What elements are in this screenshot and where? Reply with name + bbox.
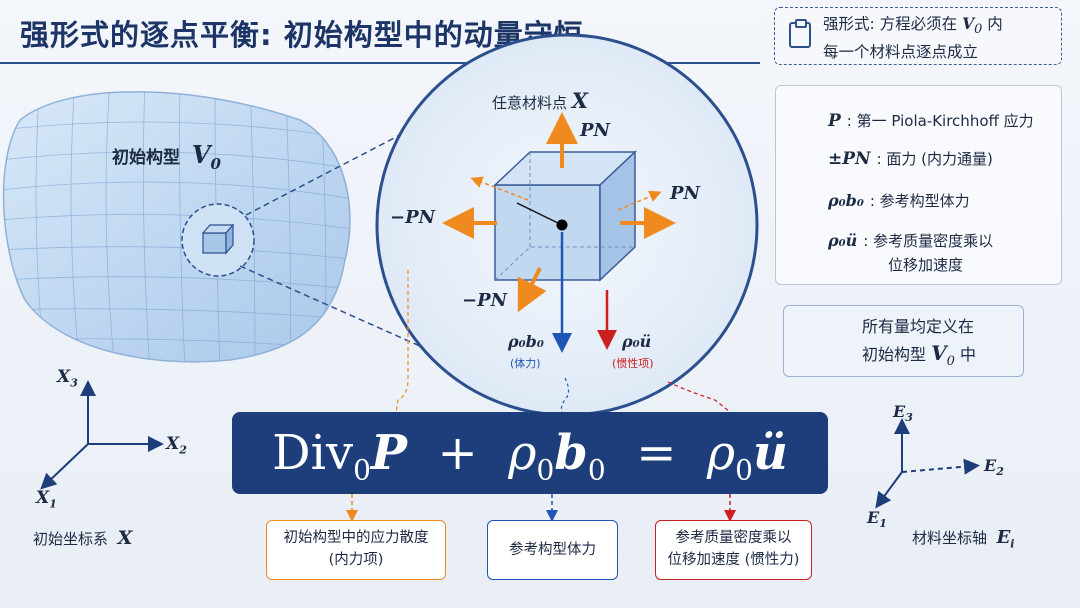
material-axes-caption: 材料坐标轴 Ei	[912, 527, 1015, 551]
position-pointer	[516, 202, 563, 226]
title-underline	[0, 62, 760, 64]
initial-configuration-body	[2, 91, 351, 363]
axis-x1-label: X1	[36, 488, 57, 511]
axis-e2-label: E2	[984, 456, 1004, 479]
rho-b-note: (体力)	[510, 357, 541, 370]
defined-line1: 所有量均定义在	[862, 317, 975, 336]
rho-u-label: ρ₀ü	[622, 332, 652, 351]
axis-e3-label: E3	[893, 402, 913, 425]
zoom-line-bottom	[239, 265, 441, 356]
equation-bar	[232, 412, 828, 494]
neg-pn-left-label: −PN	[390, 207, 436, 228]
label-stress-divergence: 初始构型中的应力散度(内力项)	[266, 520, 446, 580]
note-line1: 强形式: 方程必须在	[823, 15, 958, 33]
legend-item-pn: ±PN: 面力 (内力通量)	[828, 148, 993, 169]
zoom-line-top	[245, 109, 449, 216]
equation: Div0P + ρ0b0 = ρ0ü	[272, 425, 788, 487]
legend-panel: P: 第一 Piola-Kirchhoff 应力 ±PN: 面力 (内力通量) …	[775, 85, 1062, 285]
body-label: 初始构型 V0	[112, 140, 221, 173]
rho-u-note: (惯性项)	[612, 357, 654, 370]
initial-coords-caption: 初始坐标系 X	[33, 527, 133, 549]
label-inertia: 参考质量密度乘以位移加速度 (惯性力)	[655, 520, 812, 580]
clipboard-icon	[789, 19, 811, 48]
page-title: 强形式的逐点平衡: 初始构型中的动量守恒	[20, 18, 584, 52]
material-point-dot	[556, 219, 568, 231]
axis-e1-label: E1	[867, 508, 887, 531]
material-point-cube	[493, 150, 637, 282]
traction-arrow-bottom	[517, 267, 547, 313]
small-cube	[201, 223, 235, 255]
defined-line2: 初始构型 V0 中	[862, 341, 977, 369]
neg-pn-bottom-label: −PN	[462, 290, 508, 311]
strong-form-note: 强形式: 方程必须在 V0 内 每一个材料点逐点成立	[774, 7, 1062, 65]
note-v0: V0	[962, 14, 983, 38]
note-line2: 每一个材料点逐点成立	[823, 43, 979, 62]
axis-x2-label: X2	[166, 434, 187, 457]
traction-arrow-back	[470, 176, 529, 201]
rho-b-label: ρ₀b₀	[508, 332, 544, 351]
pn-right-label: PN	[670, 183, 700, 204]
pn-top-label: PN	[580, 120, 610, 141]
initial-coordinate-axes	[40, 380, 164, 490]
connector-div	[394, 270, 409, 421]
material-coordinate-axes	[875, 418, 980, 509]
legend-item-inertia: ρ₀ü: 参考质量密度乘以	[828, 231, 994, 250]
material-point-label: 任意材料点 X	[492, 88, 589, 113]
connector-inertia	[667, 381, 731, 413]
body-grid	[3, 91, 350, 362]
defined-in-initial-box: 所有量均定义在 初始构型 V0 中	[783, 305, 1024, 377]
axis-x3-label: X3	[57, 367, 78, 390]
legend-item-inertia-line2: 位移加速度	[888, 256, 964, 274]
legend-item-p: P: 第一 Piola-Kirchhoff 应力	[828, 110, 1034, 131]
label-body-force: 参考构型体力	[487, 520, 618, 580]
legend-item-body-force: ρ₀b₀: 参考构型体力	[828, 191, 970, 210]
